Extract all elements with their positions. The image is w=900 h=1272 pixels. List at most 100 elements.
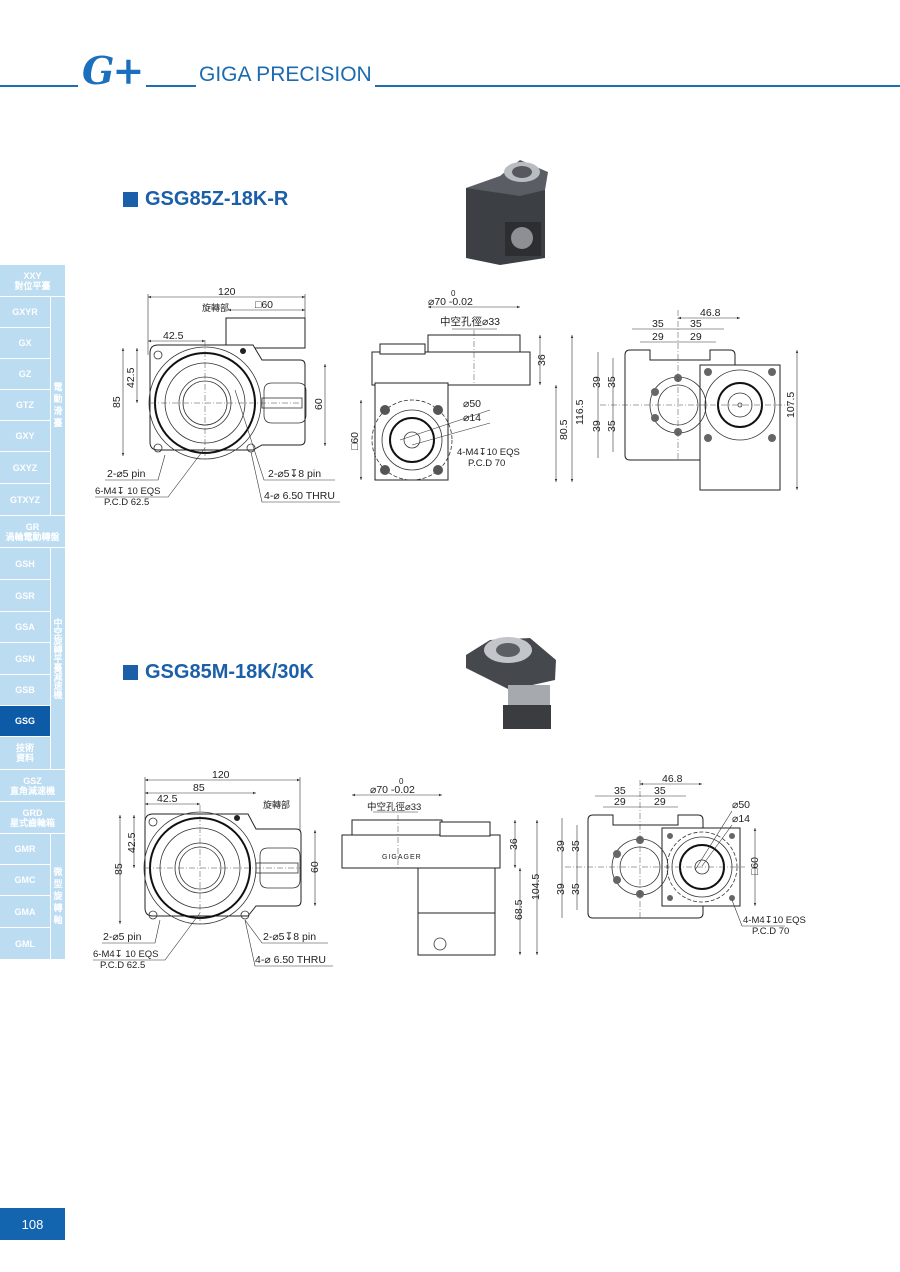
sidebar-item-gma[interactable]: GMA — [0, 896, 50, 928]
dim-label: 35 — [570, 883, 582, 895]
callout-label: 4-M4↧10 EQS — [743, 915, 806, 926]
dim-label: 29 — [652, 331, 664, 343]
dim-label: □60 — [349, 432, 361, 450]
dim-label: ⌀70 -0.02 — [370, 784, 415, 796]
dim-label: 29 — [654, 796, 666, 808]
dim-label: 39 — [591, 376, 603, 388]
dim-label: □60 — [749, 857, 761, 875]
sidebar-item-tech-data[interactable]: 技術資料 — [0, 737, 50, 770]
sidebar-item-sub: 直角減速機 — [9, 785, 55, 796]
tolerance-label: 0 — [399, 777, 404, 786]
dim-label: 42.5 — [126, 832, 138, 853]
callout-label: 6-M4↧ 10 EQS — [95, 486, 161, 497]
sidebar-group-label: 電動滑臺 — [51, 297, 65, 516]
dim-label: 107.5 — [785, 392, 797, 418]
dim-label: ⌀50 — [732, 799, 750, 811]
callout-label: 4-⌀ 6.50 THRU — [264, 490, 335, 502]
callout-label: P.C.D 70 — [752, 926, 789, 937]
dim-label: ⌀70 -0.02 — [428, 296, 473, 308]
dim-label: 35 — [652, 318, 664, 330]
sidebar-group-hollow-rotary: GSH GSR GSA GSN GSB GSG 技術資料 中空旋轉平臺減速機 — [0, 548, 65, 770]
sidebar-item-sub: 星式齒輪箱 — [9, 817, 55, 828]
dim-label: 39 — [591, 420, 603, 432]
dim-label: 85 — [193, 782, 205, 794]
callout-label: P.C.D 62.5 — [100, 960, 145, 971]
dim-label: 35 — [690, 318, 702, 330]
sidebar-item-gxyr[interactable]: GXYR — [0, 297, 50, 328]
page-number: 108 — [0, 1208, 65, 1240]
dim-label: 85 — [113, 863, 125, 875]
sidebar-item-gtxyz[interactable]: GTXYZ — [0, 484, 50, 516]
callout-label: 旋轉部 — [202, 302, 229, 313]
tolerance-label: 0 — [451, 289, 456, 298]
dim-label: 60 — [313, 398, 325, 410]
callout-label: 2-⌀5↧8 pin — [263, 931, 316, 943]
dim-label: 中空孔徑⌀33 — [367, 801, 421, 813]
callout-label: 2-⌀5 pin — [103, 931, 142, 943]
brand-logo: G+ — [78, 48, 147, 93]
sidebar-item-gmc[interactable]: GMC — [0, 865, 50, 896]
dim-label: □60 — [255, 299, 273, 311]
dim-label: 68.5 — [513, 899, 525, 920]
callout-label: 旋轉部 — [263, 799, 290, 810]
dim-label: 35 — [570, 840, 582, 852]
sidebar-item-gxyz[interactable]: GXYZ — [0, 452, 50, 484]
callout-label: P.C.D 70 — [468, 458, 505, 469]
header-rule — [0, 85, 900, 87]
dim-label: 60 — [309, 861, 321, 873]
dim-label: 42.5 — [125, 367, 137, 388]
product-title-text: GSG85M-18K/30K — [145, 661, 314, 683]
sidebar-item-gsh[interactable]: GSH — [0, 548, 50, 580]
sidebar-group-micro-rotary: GMR GMC GMA GML 微型旋轉軸 — [0, 834, 65, 960]
sidebar-item-gx[interactable]: GX — [0, 328, 50, 359]
sidebar-item-gmr[interactable]: GMR — [0, 834, 50, 865]
drawing-bottom-view-1: 46.8 35 35 29 29 39 39 35 35 107.5 — [591, 307, 799, 491]
drawing-front-view-1: 120 □60 旋轉部 42.5 85 42.5 60 2-⌀5 pin 6-M… — [95, 286, 340, 508]
dim-label: 39 — [555, 840, 567, 852]
sidebar-item-gsg[interactable]: GSG — [0, 706, 50, 737]
sidebar-item-gsn[interactable]: GSN — [0, 643, 50, 675]
dim-label: 36 — [508, 838, 520, 850]
sidebar-item-gsr[interactable]: GSR — [0, 580, 50, 612]
callout-label: 4-M4↧10 EQS — [457, 447, 520, 458]
sidebar-item-gsb[interactable]: GSB — [0, 675, 50, 706]
dim-label: 35 — [614, 785, 626, 797]
drawing-side-view-2: 0 ⌀70 -0.02 中空孔徑⌀33 GIGAGER 36 68.5 104.… — [341, 777, 542, 956]
sidebar-item-gz[interactable]: GZ — [0, 359, 50, 390]
dim-label: 80.5 — [558, 419, 570, 440]
drawing-side-view-1: 0 ⌀70 -0.02 中空孔徑⌀33 36 80.5 116.5 □60 ⌀5… — [349, 289, 586, 482]
dim-label: 36 — [536, 354, 548, 366]
product-photo-1 — [466, 160, 548, 265]
sidebar-group-label: 微型旋轉軸 — [51, 834, 65, 960]
callout-label: 6-M4↧ 10 EQS — [93, 949, 159, 960]
sidebar-group-slides: GXYR GX GZ GTZ GXY GXYZ GTXYZ 電動滑臺 — [0, 297, 65, 516]
dim-label: 116.5 — [574, 399, 586, 425]
product-photo-2 — [466, 637, 556, 729]
dim-label: 39 — [555, 883, 567, 895]
dim-label: ⌀14 — [732, 813, 750, 825]
dim-label: 29 — [690, 331, 702, 343]
sidebar-item-gxy[interactable]: GXY — [0, 421, 50, 452]
callout-label: 4-⌀ 6.50 THRU — [255, 954, 326, 966]
dim-label: 85 — [111, 396, 123, 408]
sidebar-item-gtz[interactable]: GTZ — [0, 390, 50, 421]
sidebar-item-sub: 對位平臺 — [14, 280, 51, 291]
dim-label: 35 — [606, 420, 618, 432]
sidebar-item-gsa[interactable]: GSA — [0, 612, 50, 643]
product-title-text: GSG85Z-18K-R — [145, 188, 289, 210]
callout-label: P.C.D 62.5 — [104, 497, 149, 508]
bullet-square-icon — [123, 192, 138, 207]
product-title-2: GSG85M-18K/30K — [123, 661, 314, 684]
sidebar-group-label: 中空旋轉平臺減速機 — [51, 548, 65, 770]
sidebar-item-label: GR — [25, 521, 40, 532]
dim-label: 46.8 — [700, 307, 721, 319]
drawing-bottom-view-2: 46.8 35 35 29 29 39 39 35 35 ⌀50 ⌀14 □60… — [555, 773, 806, 937]
sidebar-item-gml[interactable]: GML — [0, 928, 50, 960]
dim-label: 120 — [218, 286, 236, 298]
